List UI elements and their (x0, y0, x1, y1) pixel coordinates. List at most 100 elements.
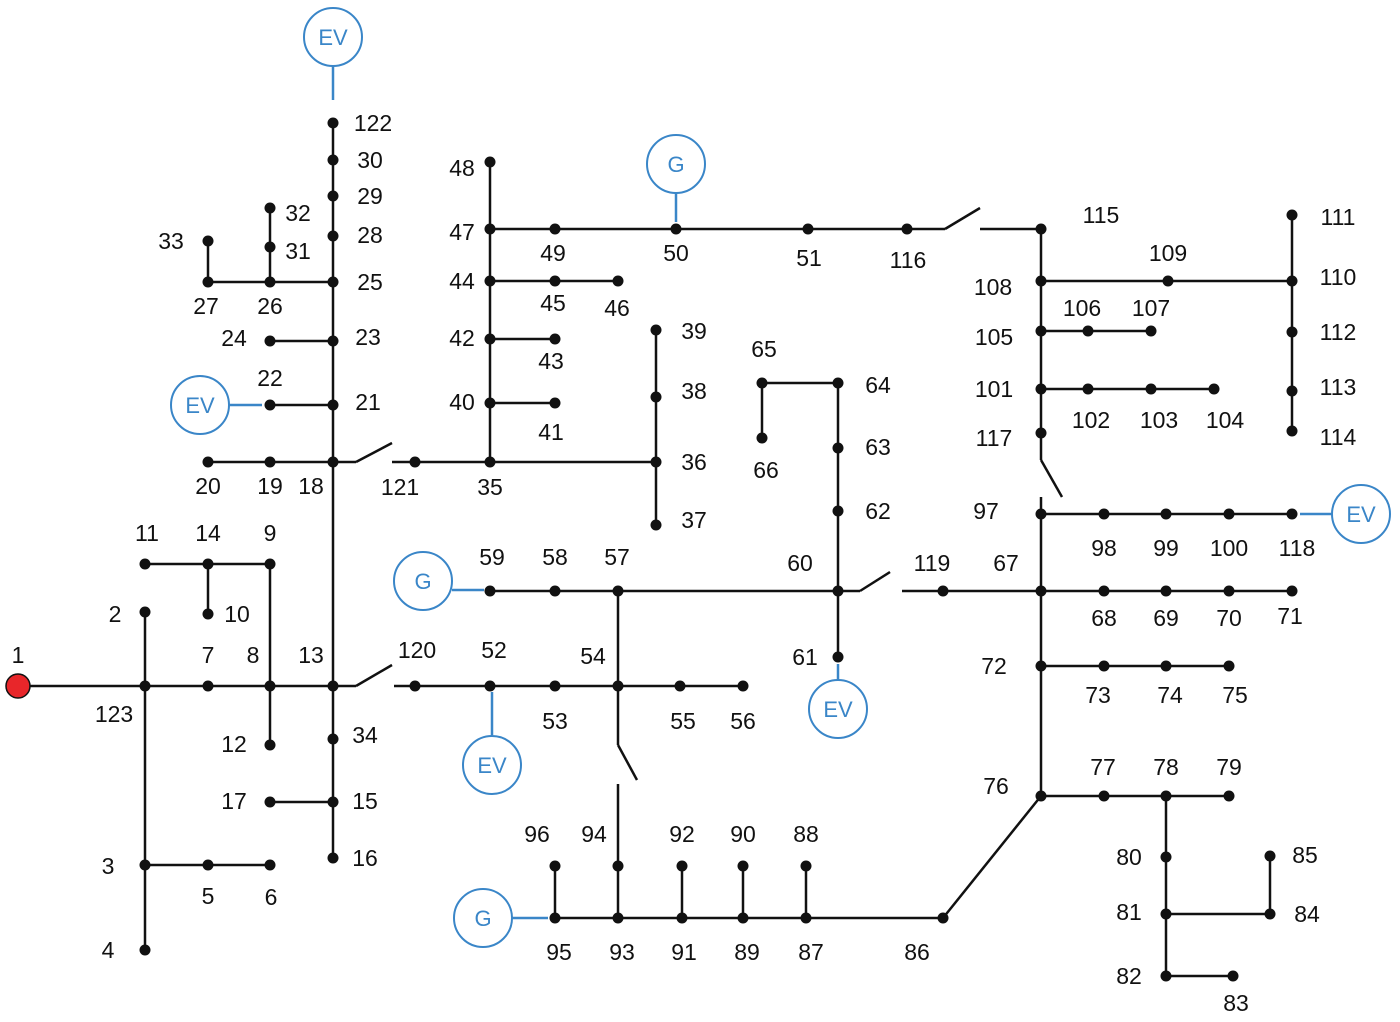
bus-label-57: 57 (604, 544, 630, 570)
bus-node-65 (756, 377, 768, 389)
bus-node-83 (1227, 970, 1239, 982)
bus-label-43: 43 (538, 348, 564, 374)
bus-node-67 (1035, 585, 1047, 597)
generator-label: G (474, 906, 491, 931)
bus-node-110 (1286, 275, 1298, 287)
generator-circle (453, 888, 513, 948)
bus-label-15: 15 (352, 788, 378, 814)
generator-marker: G (453, 888, 513, 948)
generator-label: G (667, 152, 684, 177)
bus-node-3 (139, 859, 151, 871)
bus-label-28: 28 (357, 222, 383, 248)
bus-node-15 (327, 796, 339, 808)
source-bus-node (5, 673, 31, 699)
bus-node-120 (409, 680, 421, 692)
bus-label-109: 109 (1149, 240, 1187, 266)
bus-node-52 (484, 680, 496, 692)
bus-label-33: 33 (158, 228, 184, 254)
bus-label-76: 76 (983, 773, 1009, 799)
bus-node-57 (612, 585, 624, 597)
bus-node-117 (1035, 427, 1047, 439)
bus-label-26: 26 (257, 293, 283, 319)
bus-label-10: 10 (224, 601, 250, 627)
bus-label-35: 35 (477, 474, 503, 500)
bus-label-102: 102 (1072, 407, 1110, 433)
bus-label-18: 18 (298, 473, 324, 499)
bus-label-6: 6 (265, 884, 278, 910)
bus-label-78: 78 (1153, 754, 1179, 780)
bus-label-24: 24 (221, 325, 247, 351)
bus-node-111 (1286, 209, 1298, 221)
bus-label-5: 5 (202, 883, 215, 909)
bus-node-33 (202, 235, 214, 247)
switch-segment (355, 663, 393, 688)
bus-label-108: 108 (974, 274, 1012, 300)
bus-label-38: 38 (681, 378, 707, 404)
bus-node-74 (1160, 660, 1172, 672)
bus-label-70: 70 (1216, 605, 1242, 631)
bus-node-99 (1160, 508, 1172, 520)
bus-label-112: 112 (1320, 319, 1357, 345)
bus-node-86 (937, 912, 949, 924)
bus-label-86: 86 (904, 939, 930, 965)
bus-node-42 (484, 333, 496, 345)
bus-node-112 (1286, 326, 1298, 338)
generator-marker: G (646, 134, 706, 194)
bus-node-35 (484, 456, 496, 468)
switch-segment (355, 441, 393, 464)
bus-label-65: 65 (751, 336, 777, 362)
bus-label-81: 81 (1116, 899, 1142, 925)
bus-label-106: 106 (1063, 295, 1101, 321)
bus-label-48: 48 (449, 155, 475, 181)
bus-label-64: 64 (865, 372, 891, 398)
bus-node-87 (800, 912, 812, 924)
switch-segment (859, 570, 891, 593)
bus-label-74: 74 (1157, 682, 1183, 708)
bus-node-30 (327, 154, 339, 166)
bus-node-5 (202, 859, 214, 871)
bus-node-97 (1035, 508, 1047, 520)
bus-node-46 (612, 275, 624, 287)
bus-node-54 (612, 680, 624, 692)
bus-label-8: 8 (247, 642, 260, 668)
bus-label-17: 17 (221, 788, 247, 814)
bus-label-97: 97 (973, 498, 999, 524)
ev-marker: EV (303, 7, 363, 67)
bus-label-12: 12 (221, 731, 247, 757)
bus-node-107 (1145, 325, 1157, 337)
bus-node-77 (1098, 790, 1110, 802)
bus-node-11 (139, 558, 151, 570)
bus-label-21: 21 (355, 389, 381, 415)
bus-node-24 (264, 335, 276, 347)
bus-node-66 (756, 432, 768, 444)
bus-label-49: 49 (540, 240, 566, 266)
bus-label-46: 46 (604, 295, 630, 321)
ev-marker: EV (1331, 484, 1391, 544)
bus-label-3: 3 (102, 853, 115, 879)
bus-node-70 (1223, 585, 1235, 597)
bus-label-50: 50 (663, 240, 689, 266)
bus-label-67: 67 (993, 550, 1019, 576)
bus-label-105: 105 (975, 324, 1013, 350)
bus-node-51 (802, 223, 814, 235)
ev-marker: EV (170, 375, 230, 435)
bus-node-37 (650, 519, 662, 531)
bus-node-90 (737, 860, 749, 872)
bus-label-93: 93 (609, 939, 635, 965)
bus-node-40 (484, 397, 496, 409)
bus-node-38 (650, 391, 662, 403)
bus-label-30: 30 (357, 147, 383, 173)
bus-node-2 (139, 606, 151, 618)
bus-label-42: 42 (449, 325, 475, 351)
bus-node-89 (737, 912, 749, 924)
bus-node-27 (202, 276, 214, 288)
bus-label-1: 1 (12, 642, 25, 668)
bus-node-101 (1035, 383, 1047, 395)
bus-label-87: 87 (798, 939, 824, 965)
bus-node-41 (549, 397, 561, 409)
bus-label-88: 88 (793, 821, 819, 847)
bus-label-44: 44 (449, 268, 475, 294)
bus-label-85: 85 (1292, 842, 1318, 868)
bus-label-83: 83 (1223, 990, 1249, 1016)
ev-marker: EV (808, 679, 868, 739)
